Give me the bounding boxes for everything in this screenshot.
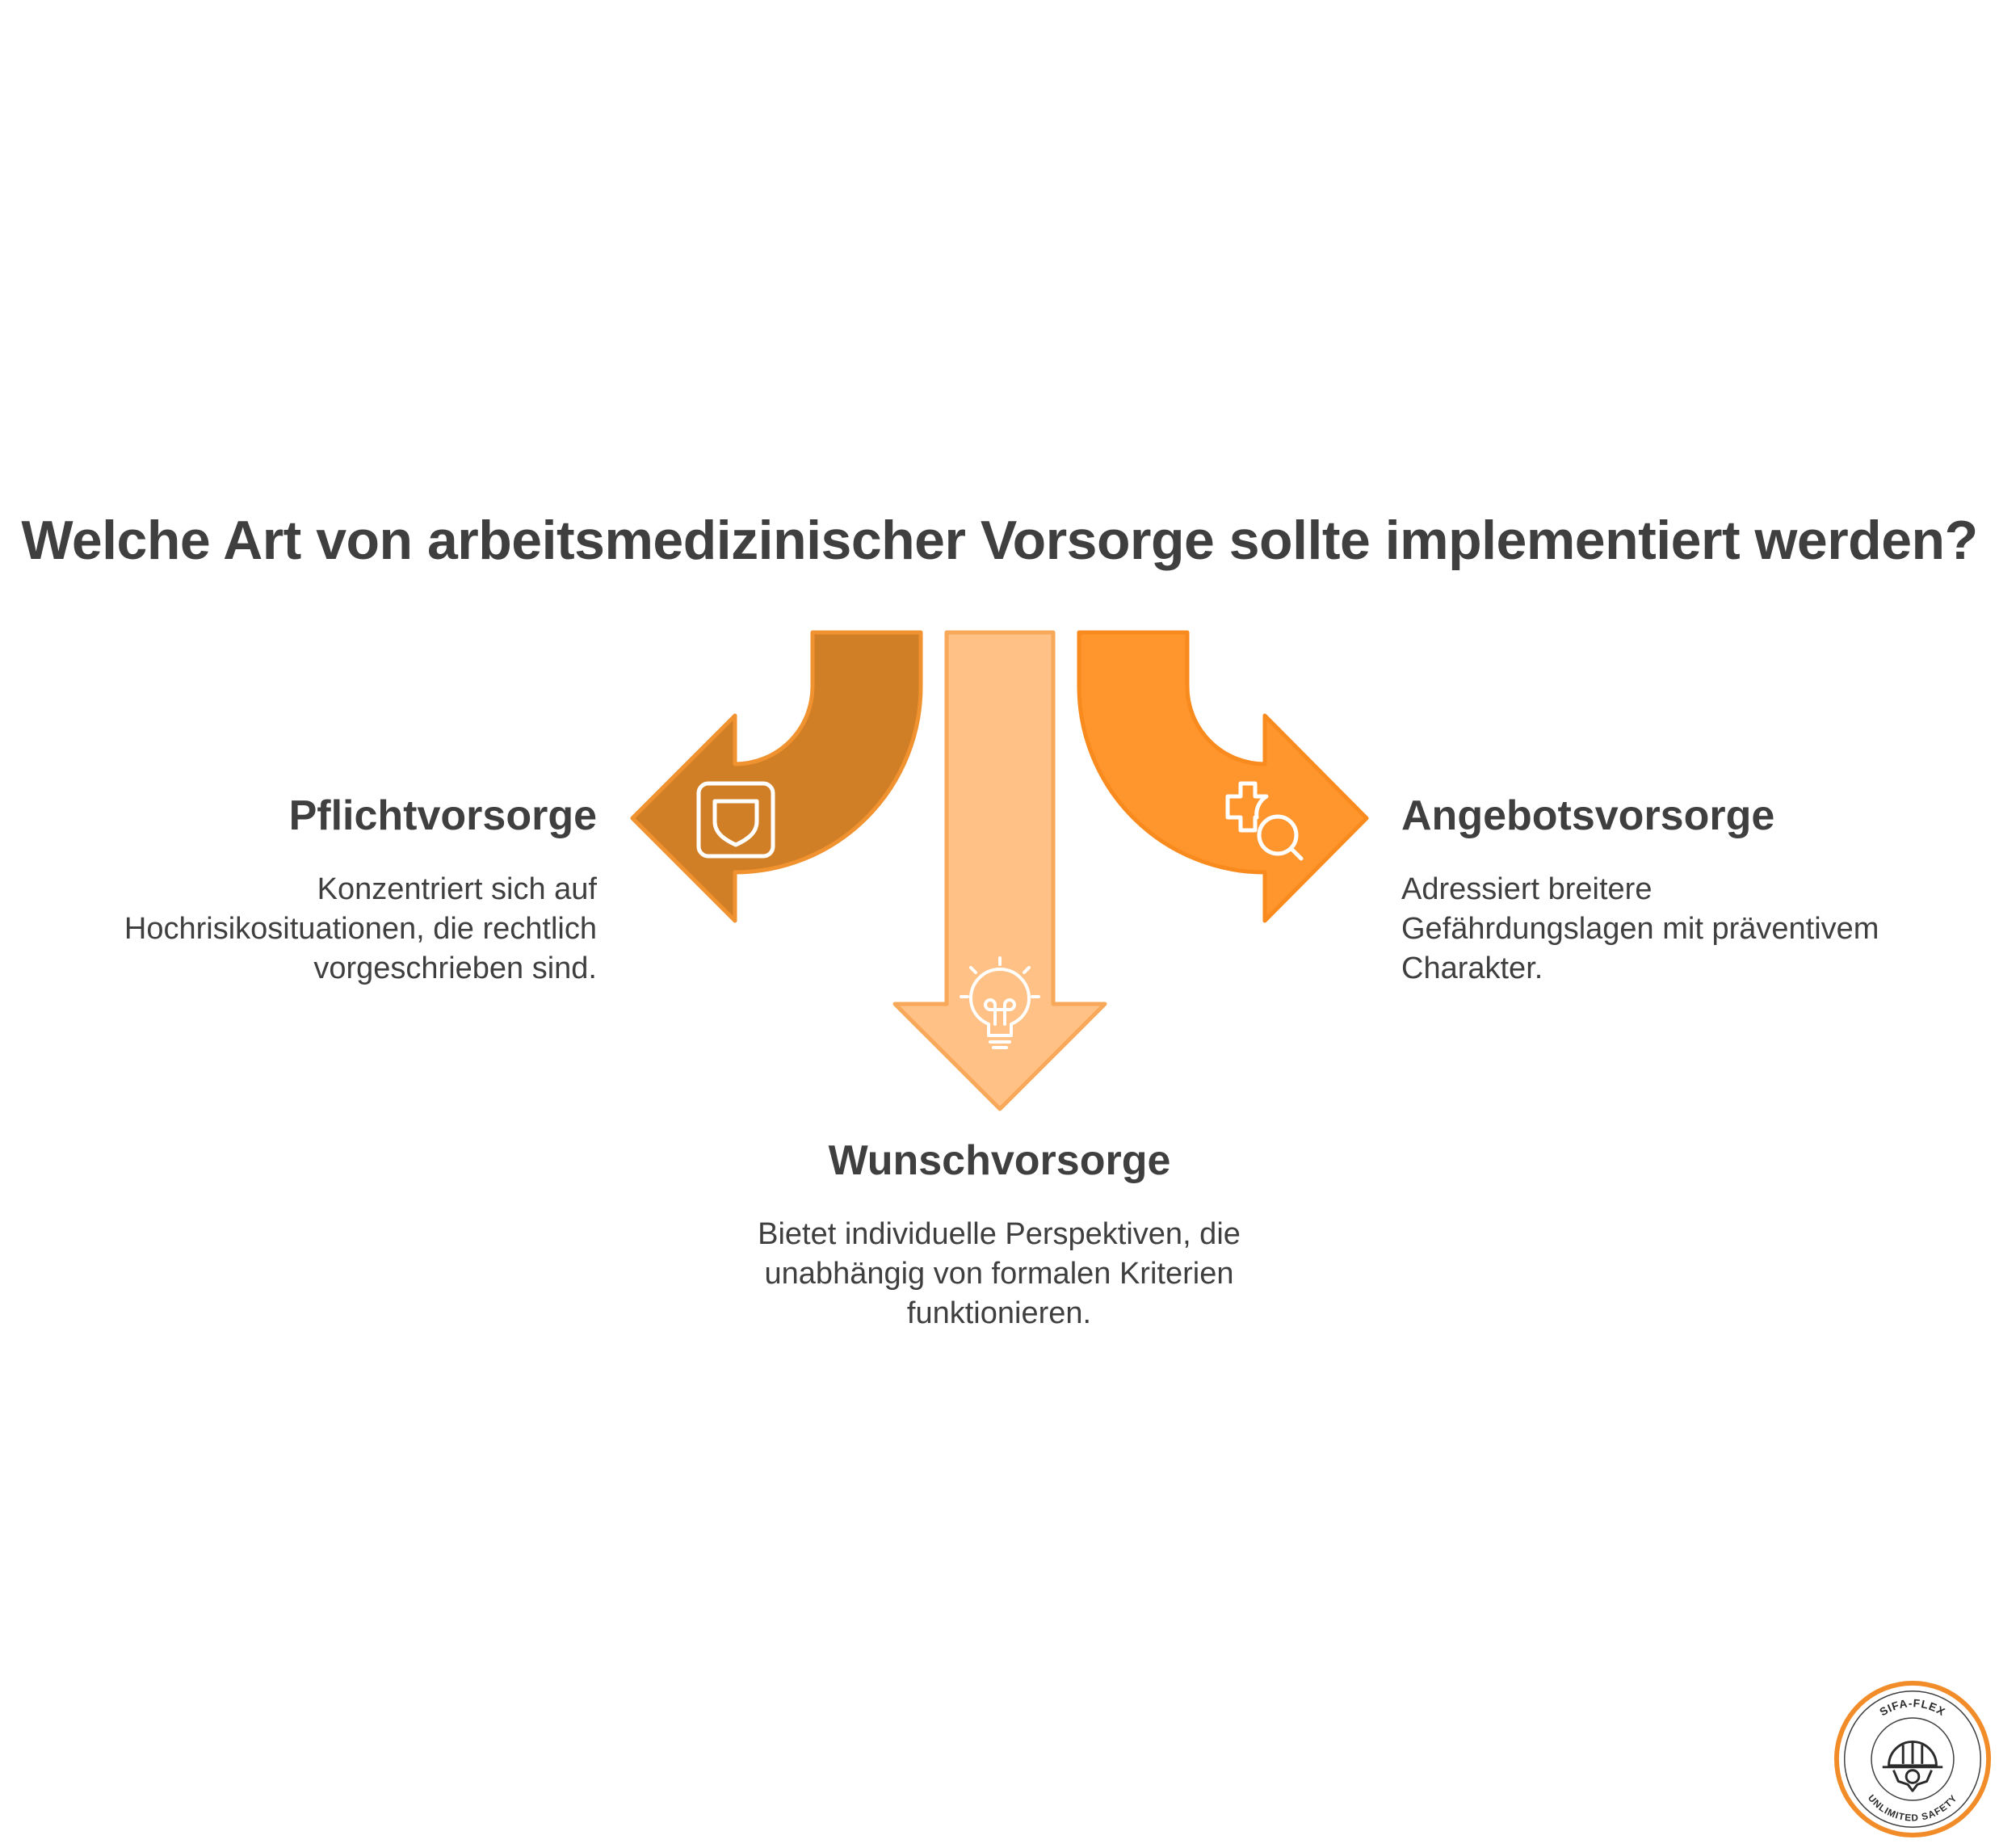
wunschvorsorge-description-line: unabhängig von formalen Kriterien [764, 1257, 1234, 1291]
right-arrow [1077, 630, 1369, 923]
center-arrow [892, 630, 1107, 1111]
page-title: Welche Art von arbeitsmedizinischer Vors… [21, 510, 1978, 571]
pflichtvorsorge-heading: Pflichtvorsorge [288, 792, 597, 839]
left-arrow [630, 630, 923, 923]
pflichtvorsorge-description-line: Hochrisikosituationen, die rechtlich [124, 912, 597, 946]
pflichtvorsorge-description: Konzentriert sich auf Hochrisikosituatio… [48, 870, 597, 989]
angebotsvorsorge-description: Adressiert breitere Gefährdungslagen mit… [1401, 870, 1967, 989]
medical-search-icon [1225, 781, 1304, 861]
angebotsvorsorge-heading: Angebotsvorsorge [1401, 792, 1775, 839]
angebotsvorsorge-description-line: Charakter. [1401, 951, 1543, 985]
shield-icon [696, 781, 775, 859]
angebotsvorsorge-description-line: Gefährdungslagen mit präventivem [1401, 912, 1879, 946]
wunschvorsorge-description-line: Bietet individuelle Perspektiven, die [758, 1217, 1241, 1251]
angebotsvorsorge-description-line: Adressiert breitere [1401, 872, 1653, 906]
wunschvorsorge-description-line: funktionieren. [906, 1296, 1092, 1330]
lightbulb-icon [960, 956, 1040, 1049]
helmet-gear-icon [1882, 1741, 1943, 1792]
wunschvorsorge-description: Bietet individuelle Perspektiven, die un… [676, 1215, 1322, 1334]
pflichtvorsorge-description-line: vorgeschrieben sind. [313, 951, 597, 985]
wunschvorsorge-heading: Wunschvorsorge [828, 1137, 1171, 1184]
pflichtvorsorge-description-line: Konzentriert sich auf [317, 872, 597, 906]
sifa-flex-logo: SIFA-FLEX UNLIMITED SAFETY [1833, 1680, 1992, 1838]
